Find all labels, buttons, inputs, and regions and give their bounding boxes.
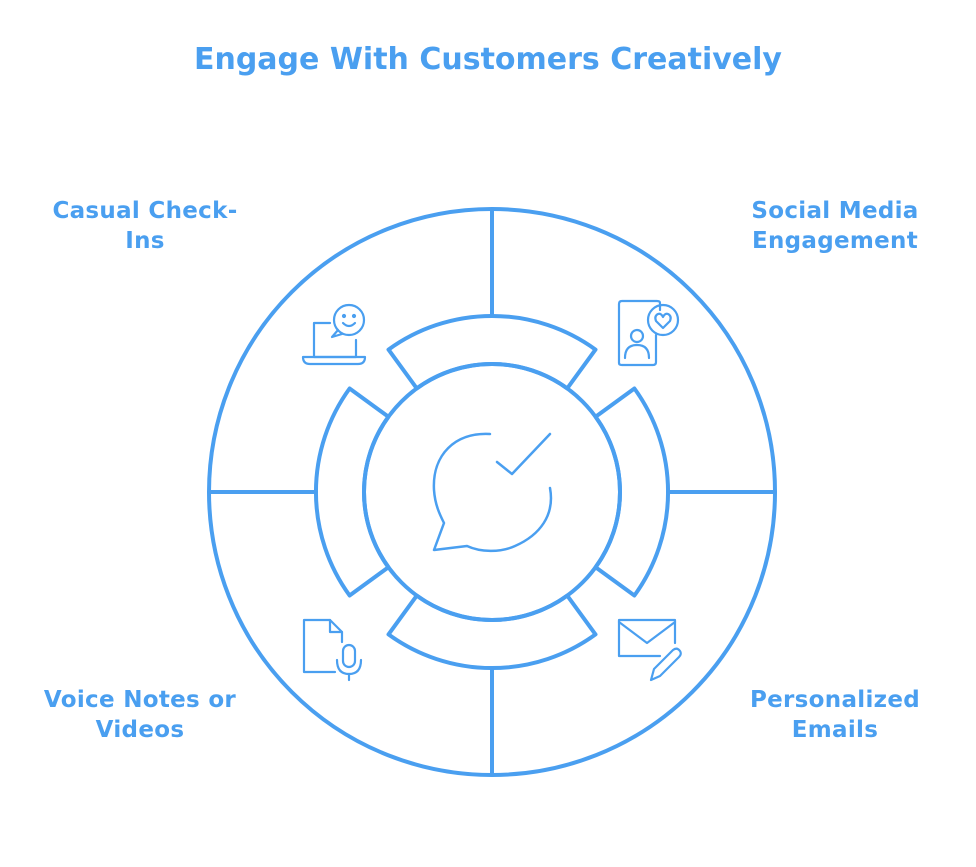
- band-bottom: [386, 593, 598, 670]
- label-line: Emails: [791, 717, 879, 743]
- label-line: Personalized: [749, 687, 920, 713]
- label-line: Videos: [95, 717, 185, 743]
- diagram-title: Engage With Customers Creatively: [193, 42, 782, 77]
- laptop-chat-icon: [301, 303, 367, 366]
- center-circle: [362, 362, 622, 622]
- label-social-media-engagement: Social Media Engagement: [720, 196, 950, 256]
- envelope-pencil-icon: [617, 618, 682, 682]
- chat-check-icon: [432, 432, 553, 553]
- label-line: Voice Notes or: [43, 687, 237, 713]
- label-personalized-emails: Personalized Emails: [720, 685, 950, 745]
- phone-profile-heart-icon: [617, 299, 680, 367]
- label-voice-notes-or-videos: Voice Notes or Videos: [25, 685, 255, 745]
- label-line: Casual Check-: [52, 198, 238, 224]
- band-right: [593, 386, 670, 598]
- label-line: Social Media: [751, 198, 919, 224]
- file-microphone-icon: [302, 618, 363, 682]
- band-top: [386, 314, 598, 391]
- band-left: [314, 386, 391, 598]
- inner-bands: [314, 314, 670, 670]
- label-line: Engagement: [751, 228, 919, 254]
- label-line: Ins: [125, 228, 165, 254]
- label-casual-check-ins: Casual Check- Ins: [30, 196, 260, 256]
